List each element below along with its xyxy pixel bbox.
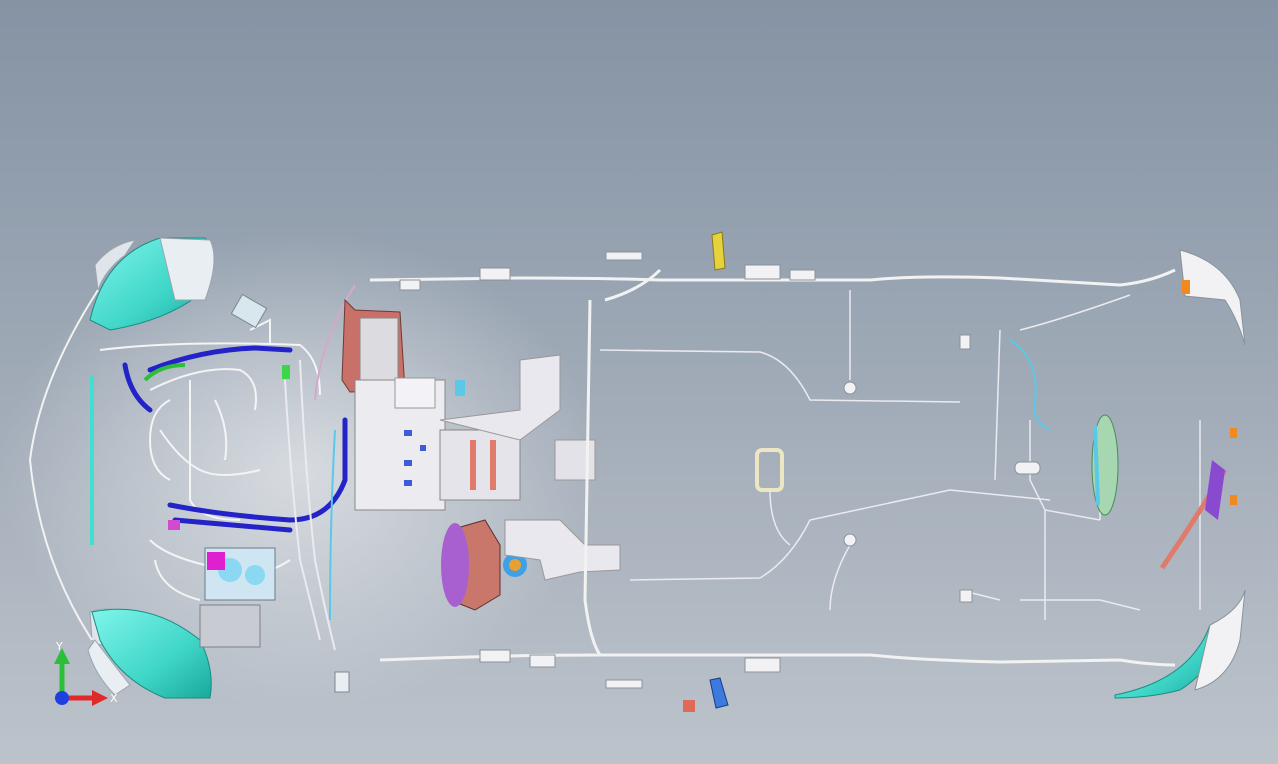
battery[interactable] — [199, 604, 261, 648]
door-connector-yellow[interactable] — [711, 231, 726, 271]
coolant-hose[interactable] — [122, 345, 348, 533]
reflector-lower — [1230, 495, 1237, 505]
x-axis-head — [92, 690, 108, 706]
body-harness-main[interactable] — [369, 268, 1176, 667]
y-axis-label: Y — [55, 640, 63, 653]
fuse-box[interactable] — [204, 547, 276, 601]
engine-assembly[interactable] — [354, 354, 561, 511]
connector-block — [230, 293, 268, 329]
reflector-upper — [1230, 428, 1237, 438]
door-connector-blue[interactable] — [709, 677, 729, 709]
headlamp-front-lower[interactable] — [87, 608, 212, 699]
cyan-cable — [329, 429, 336, 621]
sensor-small — [334, 671, 350, 693]
firewall-harness[interactable] — [284, 359, 336, 651]
console-lead — [769, 489, 791, 546]
console-connector[interactable] — [755, 448, 784, 492]
connector-green — [282, 365, 290, 379]
rear-cyan-cable — [1009, 339, 1051, 431]
y-axis-head — [54, 648, 70, 664]
x-axis-label: X — [110, 692, 118, 705]
z-axis-dot — [55, 691, 69, 705]
tail-lamp-upper[interactable] — [1179, 249, 1246, 346]
sensor-red — [683, 700, 695, 712]
subframe[interactable] — [504, 519, 621, 581]
electric-motor[interactable] — [441, 519, 527, 611]
front-bumper-harness[interactable] — [28, 289, 99, 641]
pink-cable — [314, 284, 356, 401]
tail-lamp-lower[interactable] — [1114, 589, 1246, 699]
harness-clips — [399, 251, 1041, 689]
green-hose[interactable] — [143, 363, 186, 382]
coordinate-triad-icon: Y X — [54, 640, 118, 706]
headlamp-front-upper[interactable] — [89, 237, 215, 331]
rear-module-strip — [1093, 424, 1100, 506]
hvac-module[interactable] — [341, 298, 406, 393]
sensor-cyan — [455, 380, 465, 396]
connector-magenta — [168, 520, 180, 530]
tail-lamp-center — [1205, 460, 1225, 520]
